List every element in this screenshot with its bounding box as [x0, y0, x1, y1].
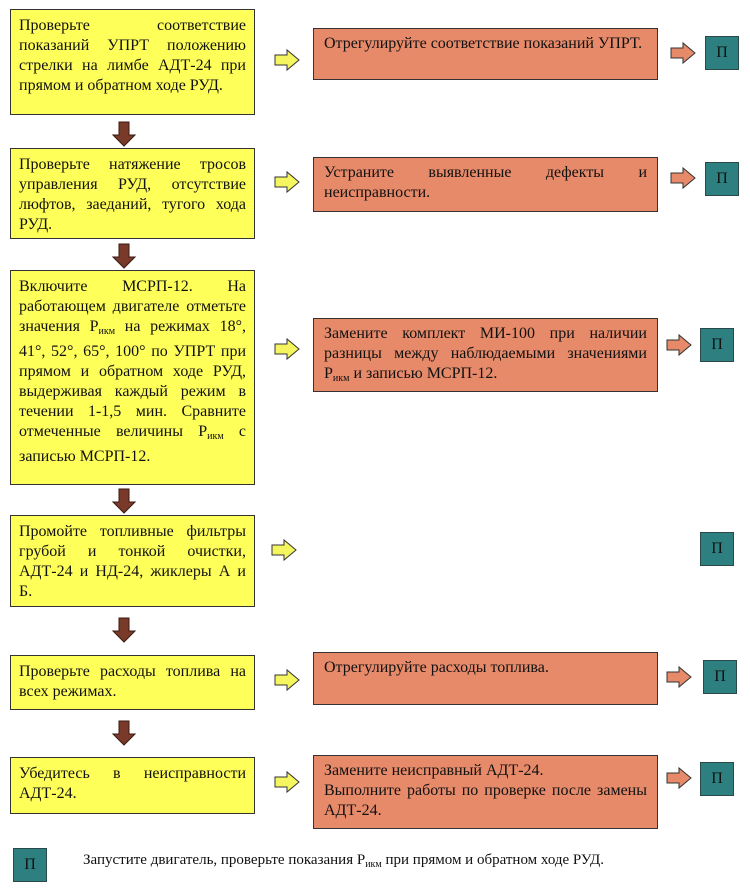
right-arrow-action-5	[666, 665, 692, 689]
step-4-box: Промойте топливные фильтры грубой и тонк…	[10, 515, 255, 607]
action-5-text: Отрегулируйте расходы топлива.	[324, 659, 549, 676]
right-arrow-step-6	[274, 770, 300, 794]
action-3-box: Замените комплект МИ-100 при наличии раз…	[313, 318, 658, 392]
p-box-6: П	[700, 762, 734, 796]
action-1-box: Отрегулируйте соответствие показаний УПР…	[313, 28, 658, 80]
right-arrow-action-3	[666, 333, 692, 357]
p-box-3: П	[700, 328, 734, 362]
action-2-box: Устраните выявленные дефекты и неисправн…	[313, 157, 658, 212]
p-box-5: П	[703, 660, 737, 694]
p-box-4: П	[700, 532, 734, 566]
right-arrow-step-1	[274, 48, 300, 72]
step-1-text: Проверьте соответствие показаний УПРТ по…	[19, 17, 246, 94]
step-3-box: Включите МСРП-12. На работающем двигател…	[10, 270, 255, 485]
p-box-1: П	[705, 36, 739, 70]
step-1-box: Проверьте соответствие показаний УПРТ по…	[10, 9, 255, 115]
step-2-box: Проверьте натяжение тросов управления РУ…	[10, 148, 255, 239]
right-arrow-step-5	[274, 668, 300, 692]
action-5-box: Отрегулируйте расходы топлива.	[313, 652, 658, 705]
right-arrow-step-2	[274, 170, 300, 194]
step-5-box: Проверьте расходы топлива на всех режима…	[10, 655, 255, 710]
step-3-text: Включите МСРП-12. На работающем двигател…	[19, 278, 246, 465]
step-5-text: Проверьте расходы топлива на всех режима…	[19, 663, 246, 700]
down-arrow-4	[111, 617, 137, 643]
step-6-box: Убедитесь в неисправности АДТ-24.	[10, 757, 255, 814]
action-2-text: Устраните выявленные дефекты и неисправн…	[324, 164, 647, 201]
right-arrow-action-1	[670, 41, 696, 65]
p-box-2: П	[705, 162, 739, 196]
down-arrow-5	[111, 720, 137, 746]
right-arrow-step-3	[274, 337, 300, 361]
p-box-legend: П	[13, 848, 47, 882]
action-3-text: Замените комплект МИ-100 при наличии раз…	[324, 325, 647, 384]
step-2-text: Проверьте натяжение тросов управления РУ…	[19, 156, 246, 233]
right-arrow-step-4	[271, 538, 297, 562]
action-6-line2: Выполните работы по проверке после замен…	[324, 782, 647, 819]
down-arrow-3	[111, 488, 137, 514]
action-6-box: Замените неисправный АДТ-24. Выполните р…	[313, 755, 658, 829]
action-6-line1: Замените неисправный АДТ-24.	[324, 762, 544, 779]
right-arrow-action-2	[670, 166, 696, 190]
step-6-text: Убедитесь в неисправности АДТ-24.	[19, 765, 246, 802]
action-1-text: Отрегулируйте соответствие показаний УПР…	[324, 35, 643, 52]
right-arrow-action-6	[666, 766, 692, 790]
legend-text: Запустите двигатель, проверьте показания…	[83, 852, 604, 870]
down-arrow-2	[111, 243, 137, 269]
down-arrow-1	[111, 121, 137, 147]
step-4-text: Промойте топливные фильтры грубой и тонк…	[19, 523, 246, 600]
